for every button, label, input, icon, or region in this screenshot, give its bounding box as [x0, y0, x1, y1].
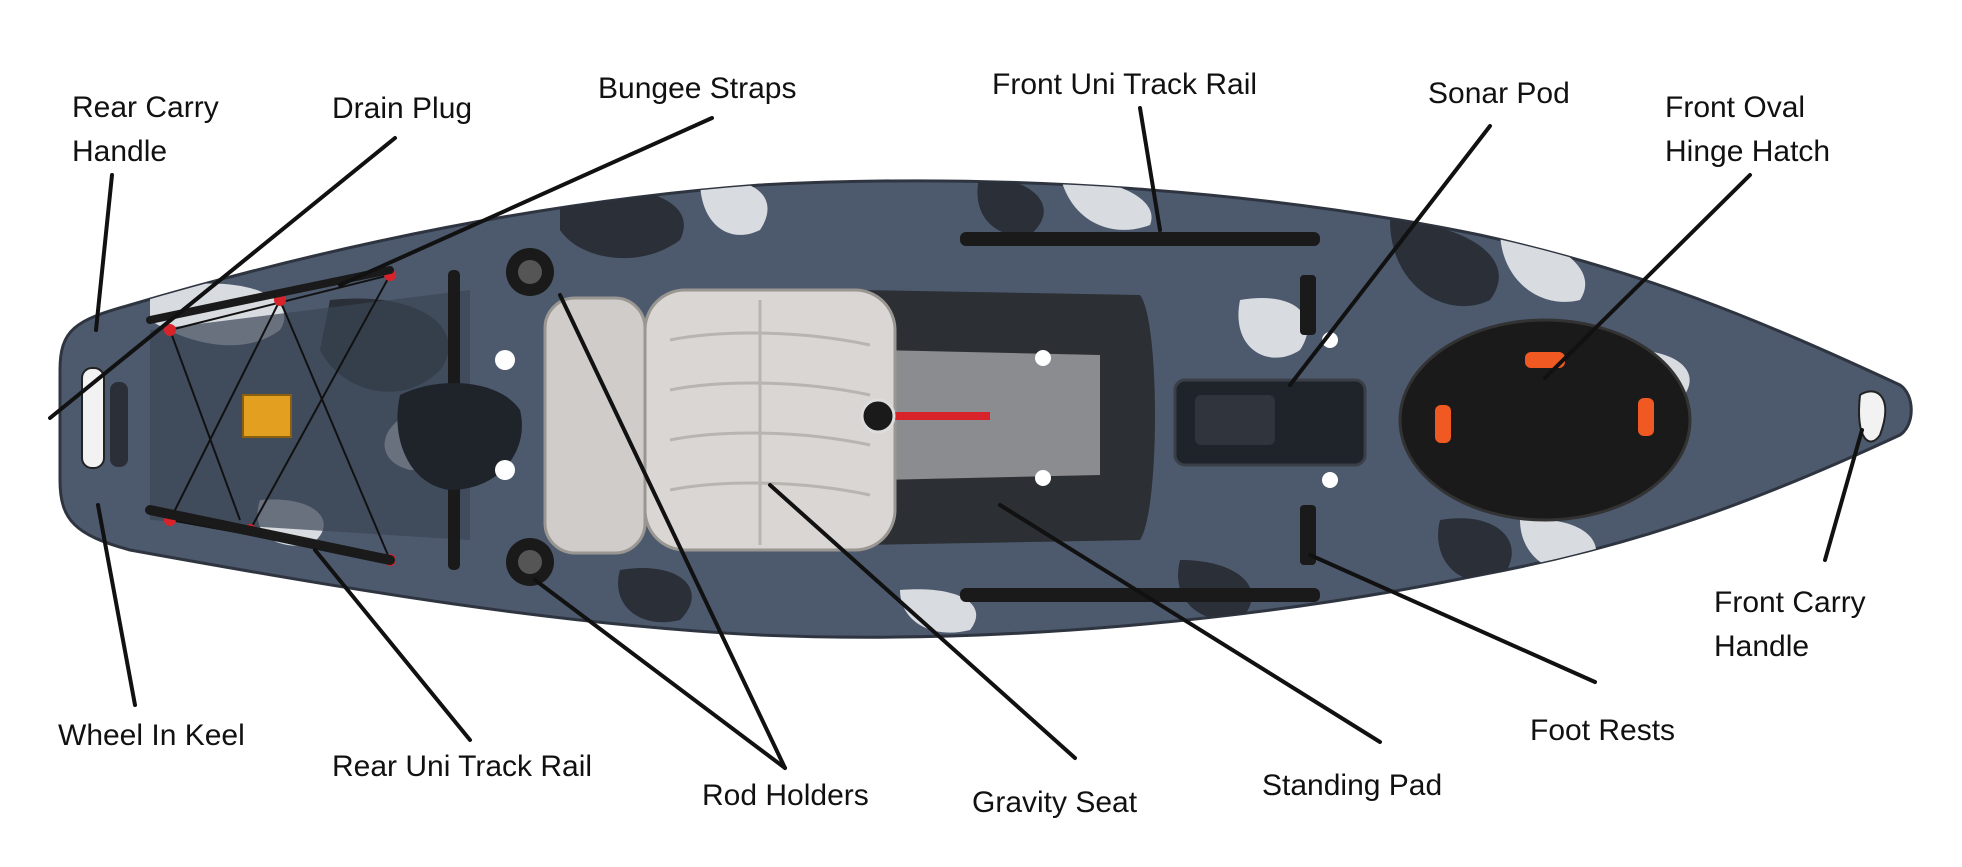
hatch-latches: [1435, 352, 1654, 443]
front-hatch-shape: [1398, 318, 1692, 522]
label-foot-rests: Foot Rests: [1530, 714, 1675, 747]
label-sonar-pod: Sonar Pod: [1428, 77, 1570, 110]
foot-rest-top: [1300, 275, 1316, 335]
label-standing-pad: Standing Pad: [1262, 769, 1442, 802]
seat-logo: [860, 398, 896, 434]
front-rail-bottom: [960, 588, 1320, 602]
front-handle-shape: [1858, 390, 1887, 443]
leader-lines: [48, 106, 1864, 770]
seat-cushion: [643, 288, 897, 552]
rear-rail: [145, 505, 395, 565]
rear-deck: [150, 290, 470, 540]
label-bungee-straps: Bungee Straps: [598, 72, 796, 105]
seat-back: [543, 296, 647, 555]
rod-holder-shapes: [506, 248, 554, 586]
label-rod-holders: Rod Holders: [702, 779, 869, 812]
rear-tank-well: [397, 383, 522, 490]
warning-sticker: [242, 394, 292, 438]
label-rear-carry-handle: Rear Carry Handle: [72, 91, 227, 168]
label-gravity-seat: Gravity Seat: [972, 786, 1138, 819]
label-wheel-in-keel: Wheel In Keel: [58, 719, 245, 752]
foot-rest-bottom: [1300, 505, 1316, 565]
kayak-illustration: [58, 179, 1913, 639]
front-rail-top: [960, 232, 1320, 246]
label-drain-plug: Drain Plug: [332, 92, 472, 125]
label-front-oval-hinge-hatch: Front Oval Hinge Hatch: [1665, 91, 1830, 168]
label-front-uni-track-rail: Front Uni Track Rail: [992, 68, 1257, 101]
seat-red-strap: [895, 412, 990, 420]
seat-pattern: [669, 300, 871, 545]
rear-handle-shape: [81, 367, 105, 469]
labels: Rear Carry Handle Drain Plug Bungee Stra…: [58, 68, 1874, 819]
label-front-carry-handle: Front Carry Handle: [1714, 586, 1874, 663]
label-rear-uni-track-rail: Rear Uni Track Rail: [332, 750, 592, 783]
rear-handle-grip: [110, 382, 128, 467]
